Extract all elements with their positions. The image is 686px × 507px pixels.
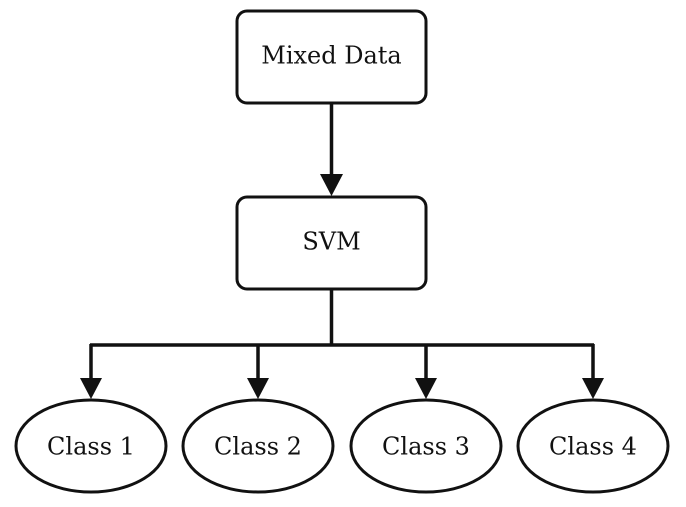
arrowhead-icon <box>582 378 604 399</box>
arrowhead-icon <box>320 174 343 196</box>
class-node-1: Class 1 <box>14 398 168 494</box>
class-label: Class 4 <box>549 433 637 461</box>
edge-svm-branch <box>90 289 594 347</box>
class-ellipse <box>181 398 335 494</box>
class-label: Class 2 <box>214 433 302 461</box>
svm-label: SVM <box>302 228 360 256</box>
arrowhead-icon <box>80 378 102 399</box>
edge-to-class-4 <box>582 344 604 399</box>
arrowhead-icon <box>415 378 437 399</box>
edge-root-to-svm <box>320 103 343 196</box>
class-ellipse <box>516 398 670 494</box>
class-ellipse <box>349 398 503 494</box>
class-node-2: Class 2 <box>181 398 335 494</box>
mixed-data-label: Mixed Data <box>261 42 401 70</box>
edge-to-class-1 <box>80 344 102 399</box>
arrowhead-icon <box>247 378 269 399</box>
class-node-4: Class 4 <box>516 398 670 494</box>
class-label: Class 3 <box>382 433 470 461</box>
edge-to-class-3 <box>415 344 437 399</box>
class-label: Class 1 <box>47 433 135 461</box>
svm-node: SVM <box>235 195 428 291</box>
class-ellipse <box>14 398 168 494</box>
mixed-data-node: Mixed Data <box>235 9 428 105</box>
class-node-3: Class 3 <box>349 398 503 494</box>
edge-to-class-2 <box>247 344 269 399</box>
